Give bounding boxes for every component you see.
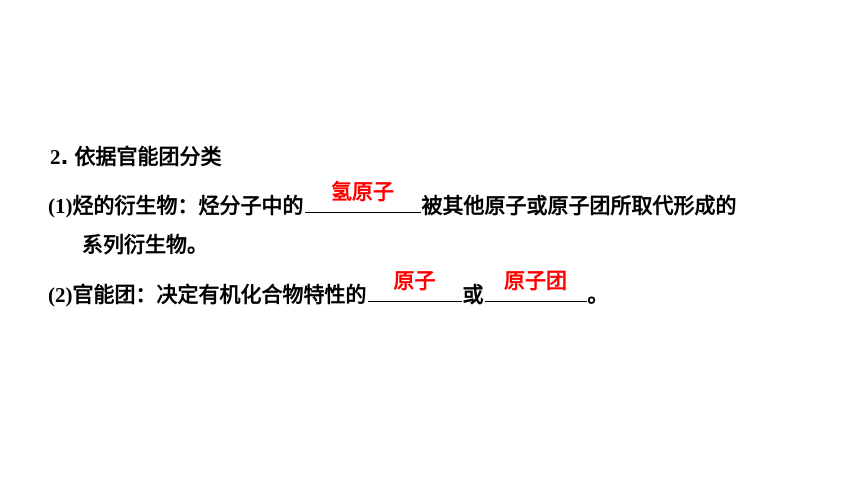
heading-separator: . [60,145,69,169]
item-2-answer-2: 原子团 [504,269,567,293]
item-1-text-before: 烃的衍生物：烃分子中的 [72,194,304,218]
item-1-line: (1)烃的衍生物：烃分子中的 氢原子被其他原子或原子团所取代形成的 [48,180,737,220]
item-1-text-after: 被其他原子或原子团所取代形成的 [421,194,737,218]
item-1-blank: 氢原子 [304,180,421,213]
heading-text: 依据官能团分类 [74,145,222,169]
item-2-text-before: 官能团：决定有机化合物特性的 [72,283,367,307]
item-1-continuation: 系列衍生物。 [82,231,208,259]
item-1-continuation-text: 系列衍生物。 [82,233,208,257]
item-2-blank-2: 原子团 [484,269,587,302]
item-2-line: (2)官能团：决定有机化合物特性的 原子或原子团。 [48,269,609,309]
item-1-label: (1) [48,194,73,218]
item-2-label: (2) [48,283,73,307]
item-2-blank-1: 原子 [367,269,462,302]
item-1-answer: 氢原子 [331,180,394,204]
heading-number: 2 [50,145,61,169]
item-2-answer-1: 原子 [393,269,436,293]
item-2-end-punct: 。 [587,283,609,307]
section-heading: 2.依据官能团分类 [50,143,221,171]
item-2-connector: 或 [462,283,484,307]
